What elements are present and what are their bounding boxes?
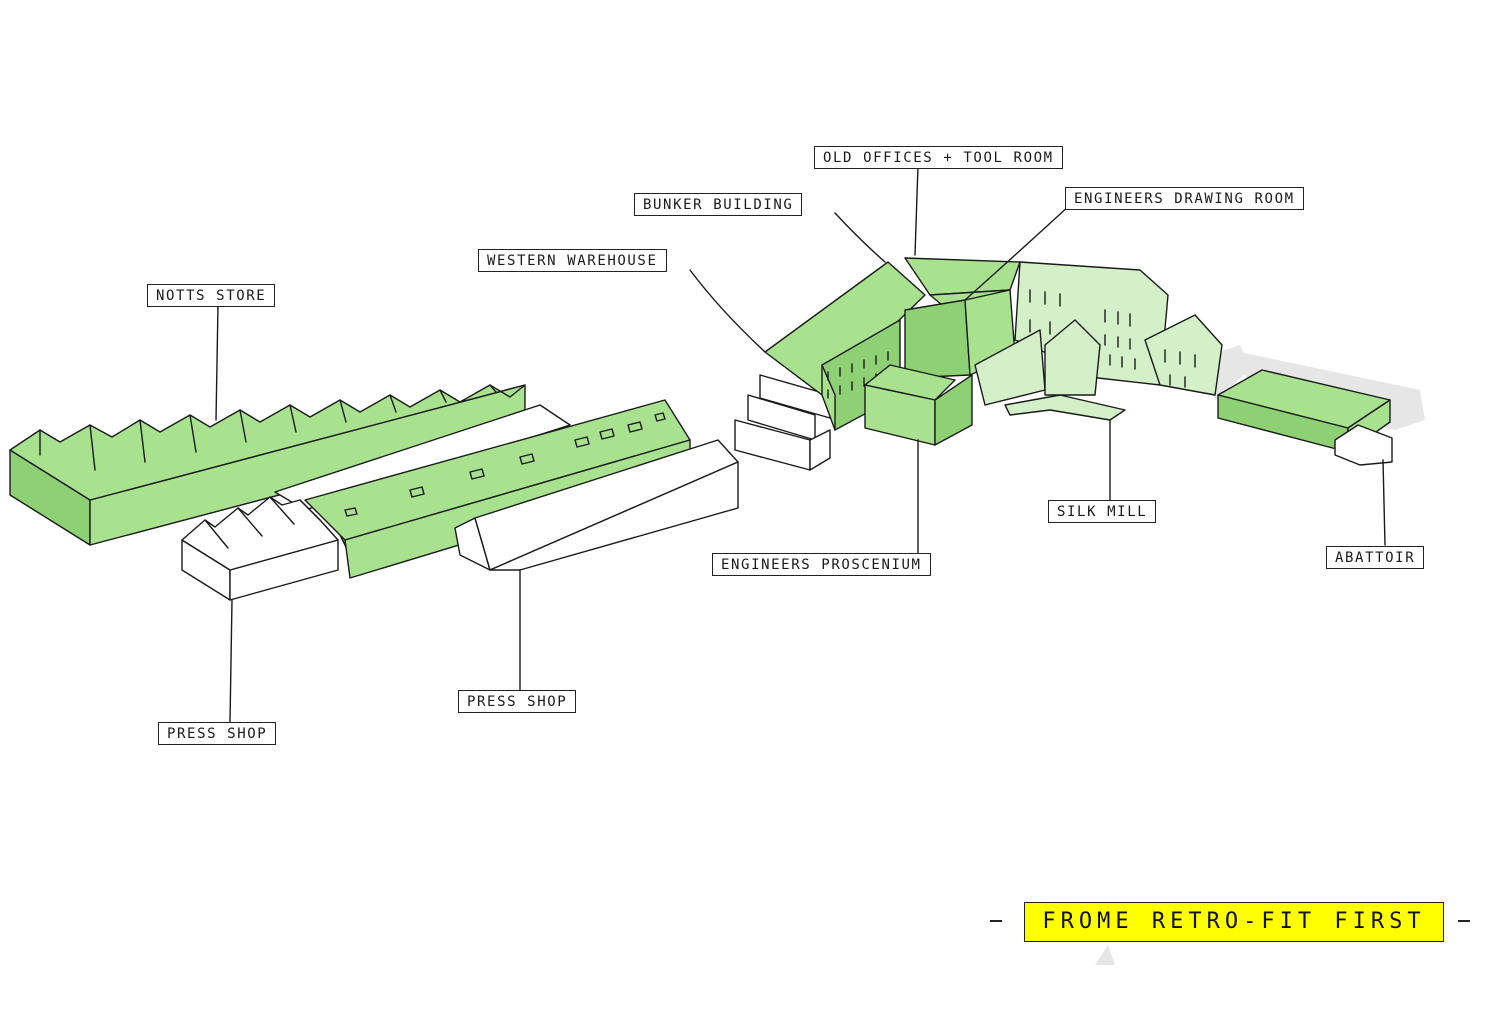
label-press-shop-left: PRESS SHOP <box>158 722 277 745</box>
label-notts-store: NOTTS STORE <box>147 284 276 307</box>
western-warehouse-plinth <box>734 374 831 471</box>
label-engineers-drawing-room: ENGINEERS DRAWING ROOM <box>1065 187 1304 210</box>
title-banner: FROME RETRO-FIT FIRST <box>1024 902 1444 942</box>
engineers-proscenium-building <box>864 364 973 446</box>
press-shop-mid-building <box>454 439 739 571</box>
silk-mill-building <box>974 261 1223 421</box>
bunker-building <box>904 257 1021 379</box>
leader-lines <box>215 164 1386 723</box>
label-silk-mill: SILK MILL <box>1048 500 1157 523</box>
label-press-shop-mid: PRESS SHOP <box>458 690 577 713</box>
abattoir-building <box>1217 369 1393 466</box>
notts-store-building <box>9 384 526 546</box>
label-bunker-building: BUNKER BUILDING <box>634 193 803 216</box>
label-abattoir: ABATTOIR <box>1326 546 1425 569</box>
label-old-offices-tool-room: OLD OFFICES + TOOL ROOM <box>814 146 1063 169</box>
banner-dash-right <box>1458 920 1470 922</box>
smudge-mark <box>1095 945 1115 965</box>
label-engineers-proscenium: ENGINEERS PROSCENIUM <box>712 553 931 576</box>
banner-dash-left <box>990 920 1002 922</box>
label-western-warehouse: WESTERN WAREHOUSE <box>478 249 667 272</box>
press-shop-left-building <box>181 496 339 601</box>
